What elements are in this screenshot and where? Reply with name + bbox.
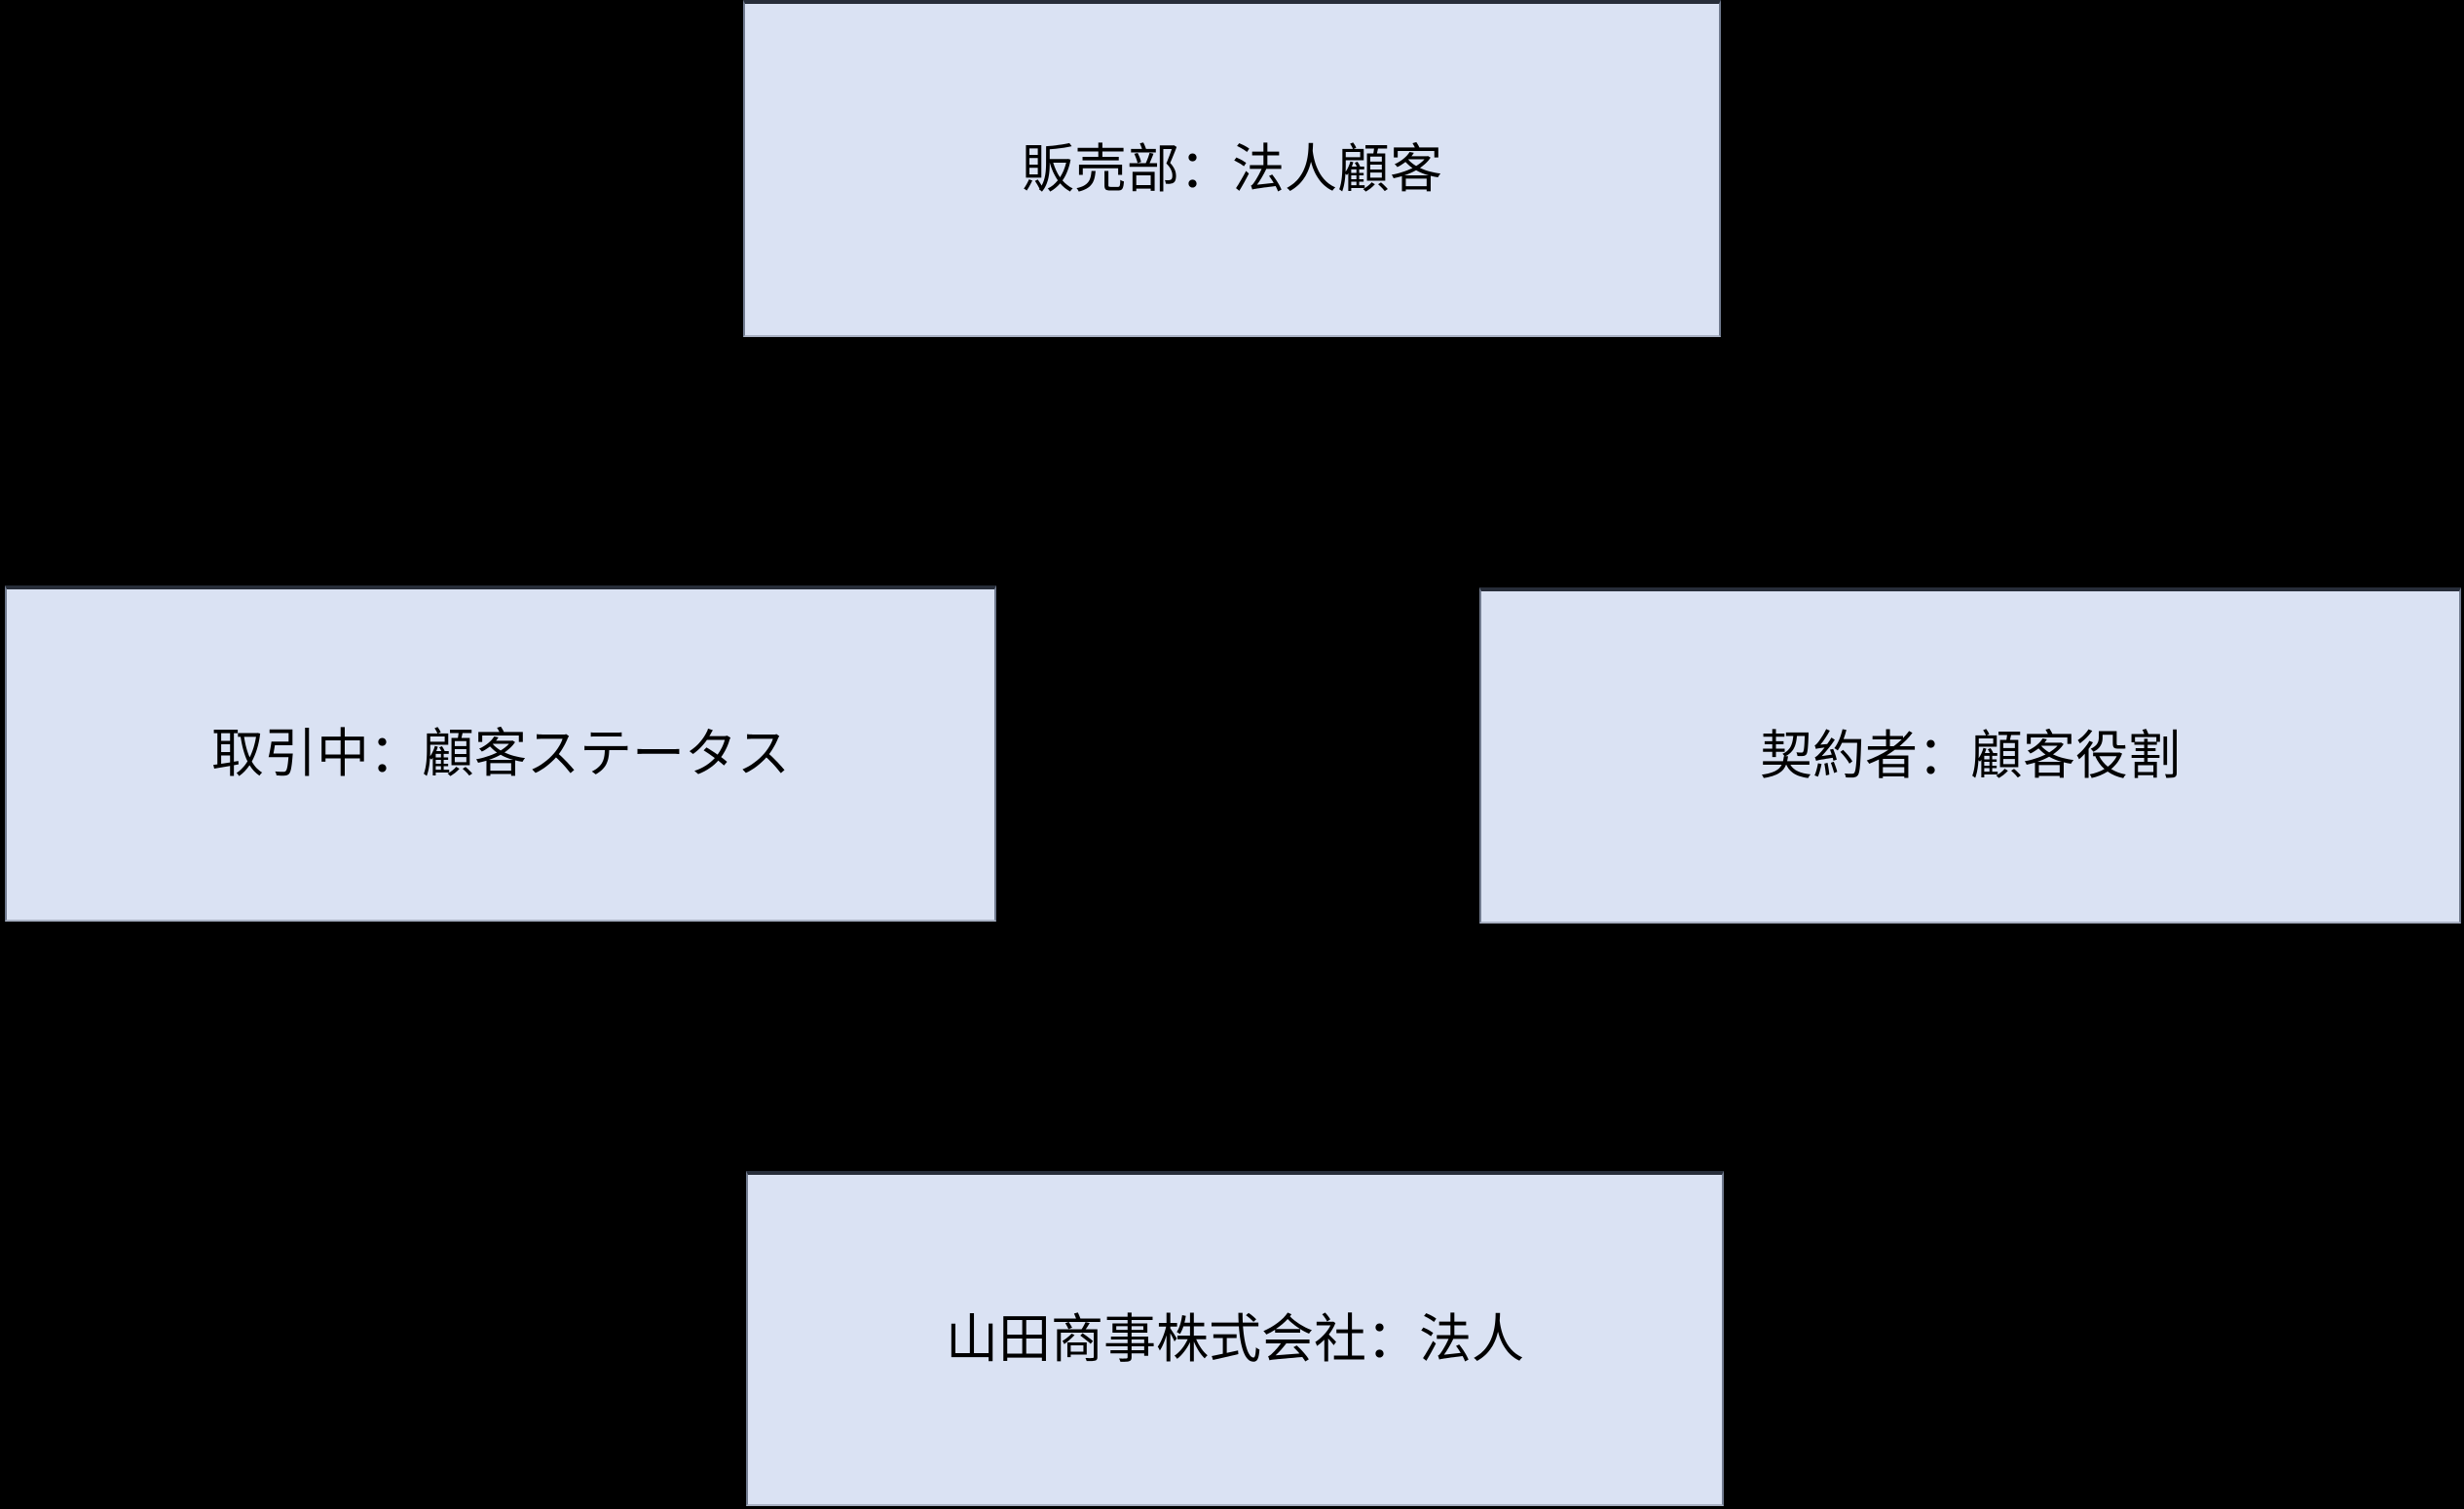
node-label: 契約者：顧客役割	[1760, 725, 2181, 787]
node-customer-status: 取引中：顧客ステータス	[5, 585, 996, 922]
node-customer-role: 契約者：顧客役割	[1479, 587, 2461, 924]
node-label: 販売部：法人顧客	[1022, 137, 1442, 200]
node-corporation: 山田商事株式会社：法人	[746, 1171, 1724, 1506]
node-sales-dept-corporate-customer: 販売部：法人顧客	[743, 0, 1721, 337]
node-label: 山田商事株式会社：法人	[946, 1307, 1524, 1370]
node-label: 取引中：顧客ステータス	[211, 723, 790, 785]
